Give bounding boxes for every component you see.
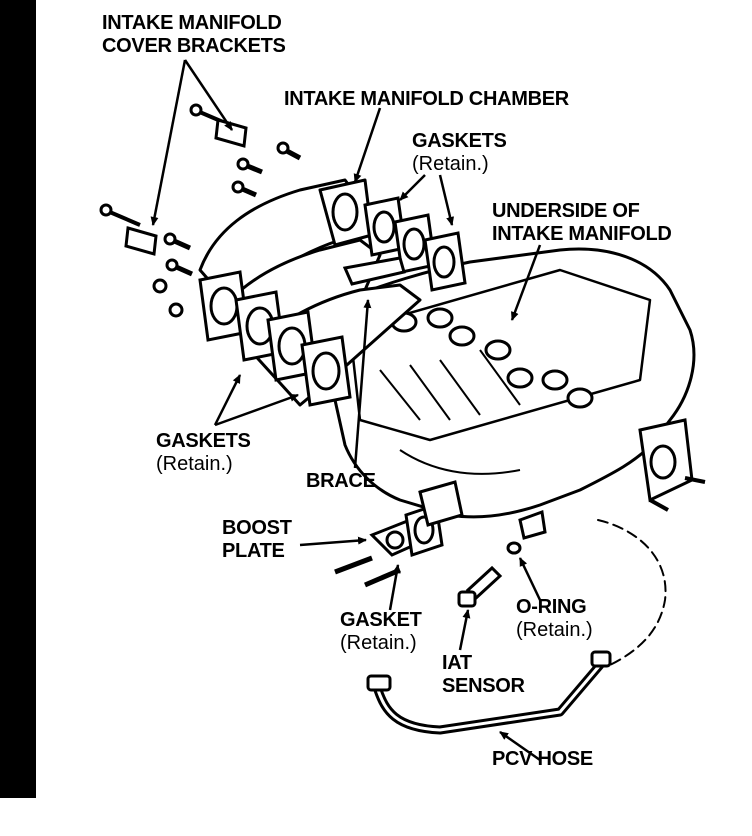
- label-boost-plate: BOOST PLATE: [222, 517, 292, 563]
- label-cover-brackets: INTAKE MANIFOLD COVER BRACKETS: [102, 12, 286, 58]
- label-brace: BRACE: [306, 470, 376, 492]
- cover-brackets: [124, 118, 248, 256]
- label-gaskets-upper: GASKETS (Retain.): [412, 130, 507, 176]
- label-underside: UNDERSIDE OF INTAKE MANIFOLD: [492, 200, 672, 246]
- label-o-ring-note: (Retain.): [516, 619, 593, 641]
- intake-manifold-body: [330, 247, 696, 519]
- label-iat-sensor-line1: IAT: [442, 652, 472, 674]
- label-boost-plate-line2: PLATE: [222, 540, 285, 562]
- boost-plate-assembly: [334, 480, 464, 588]
- label-boost-plate-line1: BOOST: [222, 517, 292, 539]
- iat-sensor: [457, 565, 503, 608]
- o-ring: [506, 509, 547, 555]
- manifold-end-flange: [638, 418, 706, 512]
- brace: [342, 256, 406, 286]
- label-gaskets-upper-note: (Retain.): [412, 153, 489, 175]
- upper-gaskets: [363, 196, 467, 292]
- label-gasket-single-title: GASKET: [340, 609, 422, 631]
- label-pcv-hose: PCV HOSE: [492, 748, 593, 770]
- label-gasket-single: GASKET (Retain.): [340, 609, 422, 655]
- label-gaskets-lower-title: GASKETS: [156, 430, 251, 452]
- label-gaskets-lower-note: (Retain.): [156, 453, 233, 475]
- label-iat-sensor-line2: SENSOR: [442, 675, 525, 697]
- label-cover-brackets-line1: INTAKE MANIFOLD: [102, 12, 282, 34]
- label-underside-line1: UNDERSIDE OF: [492, 200, 640, 222]
- label-iat-sensor: IAT SENSOR: [442, 652, 525, 698]
- label-gaskets-upper-title: GASKETS: [412, 130, 507, 152]
- pcv-hose: [366, 519, 667, 735]
- label-o-ring-title: O-RING: [516, 596, 587, 618]
- leader-lines: [150, 59, 542, 762]
- label-gaskets-lower: GASKETS (Retain.): [156, 430, 251, 476]
- label-chamber: INTAKE MANIFOLD CHAMBER: [284, 88, 569, 110]
- label-underside-line2: INTAKE MANIFOLD: [492, 223, 672, 245]
- label-o-ring: O-RING (Retain.): [516, 596, 593, 642]
- lower-gaskets: [198, 270, 352, 407]
- bolts-left: [99, 103, 302, 318]
- label-gasket-single-note: (Retain.): [340, 632, 417, 654]
- label-cover-brackets-line2: COVER BRACKETS: [102, 35, 286, 57]
- page-border-bar: [0, 0, 36, 798]
